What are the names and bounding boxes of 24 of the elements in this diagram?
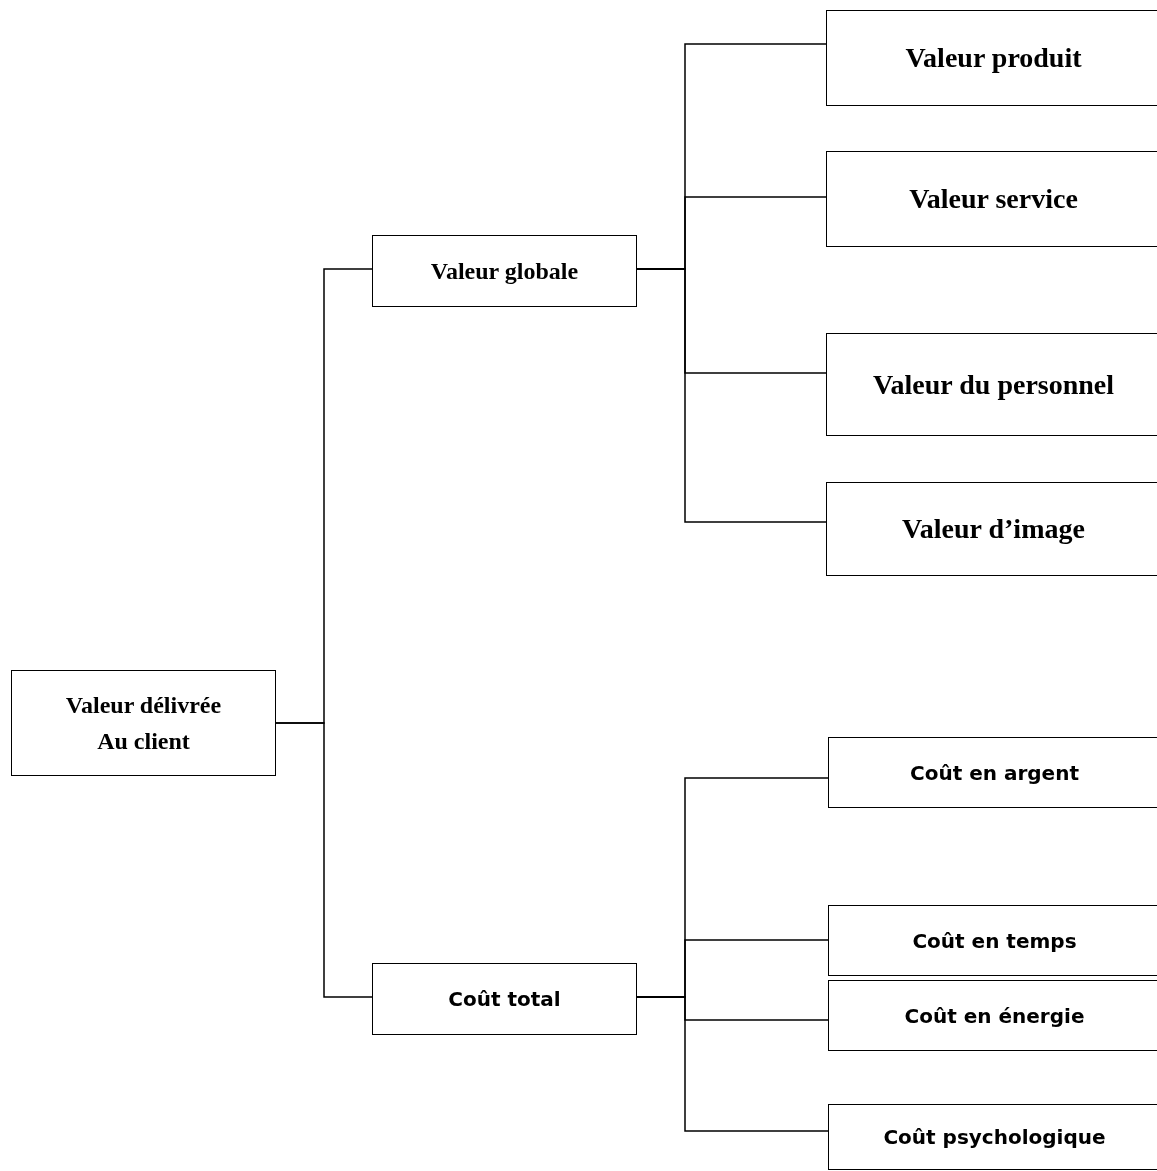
box-label: Coût en argent — [910, 760, 1079, 785]
process-box — [826, 333, 1157, 436]
box-label: Coût psychologique — [883, 1125, 1106, 1149]
box-label: Coût en énergie — [904, 1003, 1085, 1028]
connector-line — [275, 722, 373, 998]
process-box — [11, 670, 276, 776]
box-label: Valeur produit — [905, 41, 1082, 75]
box-label: Valeur délivrée Au client — [64, 691, 223, 756]
process-box — [826, 482, 1157, 576]
box-label: Valeur du personnel — [872, 367, 1115, 402]
process-box — [826, 10, 1157, 106]
box-label: Valeur globale — [430, 257, 579, 286]
box-label: Coût total — [448, 987, 561, 1011]
process-box — [372, 963, 637, 1035]
process-box — [828, 905, 1157, 976]
box-label: Valeur d’image — [902, 512, 1085, 546]
process-box — [372, 235, 637, 307]
connector-line — [636, 996, 829, 1132]
process-box — [828, 1104, 1157, 1170]
box-label: Valeur service — [909, 182, 1078, 216]
process-box — [826, 151, 1157, 247]
process-box — [828, 737, 1157, 808]
process-box — [828, 980, 1157, 1051]
box-label: Coût en temps — [912, 928, 1077, 953]
